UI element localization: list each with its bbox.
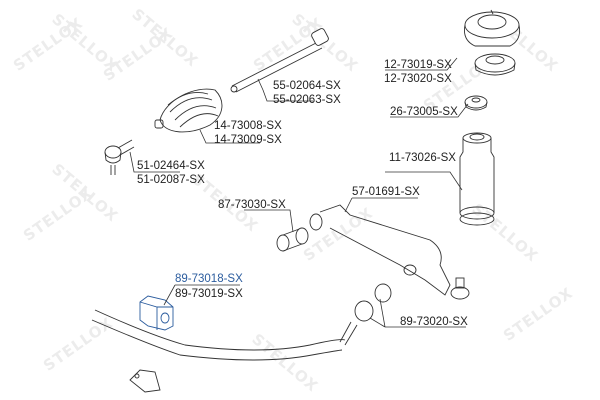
stabilizer-bushing-drawing xyxy=(139,295,174,331)
arm-bushing-drawing xyxy=(276,227,309,252)
tie-rod-end-drawing xyxy=(104,139,135,175)
part-label[interactable]: 26-73005-SX xyxy=(390,106,458,118)
leader-lines xyxy=(129,57,469,328)
control-arm-drawing xyxy=(309,204,470,300)
stabilizer-bar-drawing xyxy=(91,309,346,393)
part-label[interactable]: 12-73019-SX xyxy=(384,59,452,71)
part-label[interactable]: 12-73020-SX xyxy=(384,73,452,85)
rack-end-drawing xyxy=(230,28,329,93)
strut-bearing-drawing xyxy=(464,95,488,111)
part-label[interactable]: 51-02087-SX xyxy=(137,174,205,186)
part-label[interactable]: 55-02064-SX xyxy=(273,80,341,92)
steering-boot-drawing xyxy=(154,88,223,133)
part-label[interactable]: 89-73019-SX xyxy=(175,288,243,300)
strut-mount-drawing xyxy=(464,9,521,76)
part-label[interactable]: 14-73009-SX xyxy=(214,134,282,146)
part-label-highlighted[interactable]: 89-73018-SX xyxy=(175,273,243,285)
part-label[interactable]: 57-01691-SX xyxy=(352,186,420,198)
part-label[interactable]: 14-73008-SX xyxy=(214,120,282,132)
part-label[interactable]: 55-02063-SX xyxy=(273,94,341,106)
part-label[interactable]: 11-73026-SX xyxy=(389,152,456,164)
part-label[interactable]: 51-02464-SX xyxy=(137,160,205,172)
link-bushing-drawing xyxy=(339,283,392,346)
dust-boot-drawing xyxy=(459,132,495,226)
part-label[interactable]: 89-73020-SX xyxy=(400,316,468,328)
part-label[interactable]: 87-73030-SX xyxy=(218,199,286,211)
